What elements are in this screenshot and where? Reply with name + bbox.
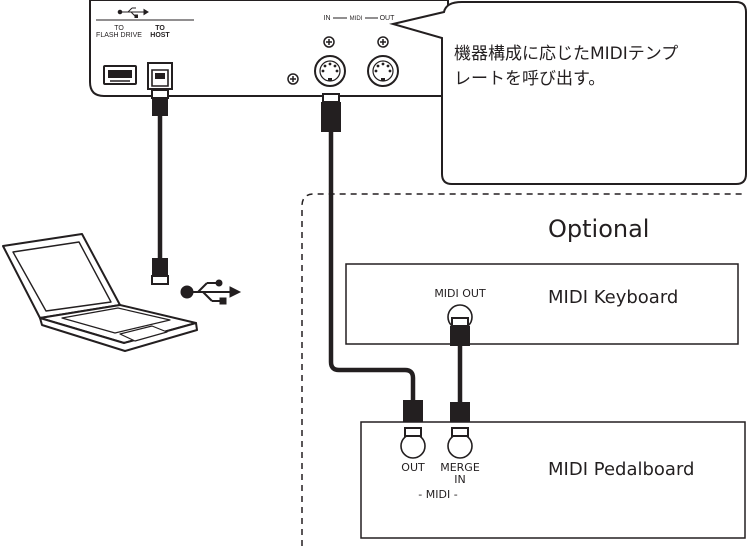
pedalboard-in-label: IN [454,473,465,486]
midi-cable-host [321,93,423,437]
pedalboard-midi-group-label: - MIDI - [418,488,457,501]
callout-text-line2: レートを呼び出す。 [454,69,605,89]
usb-icon [117,7,149,18]
laptop-icon [2,233,198,352]
usb-a-port-icon [103,65,137,85]
to-host-label-top: TO [155,25,165,32]
screw-icon [323,36,335,48]
midi-port-icon [367,55,399,87]
pedalboard-merge-in-port [447,433,473,459]
pedalboard-midi-out-port [400,433,426,459]
midi-out-label: OUT [380,15,396,22]
midi-keyboard-name: MIDI Keyboard [548,287,678,308]
midi-cable-keyboard [450,317,470,437]
midi-port-icon [314,55,346,87]
host-panel: TO FLASH DRIVE TO HOST IN MIDI OUT [89,0,449,97]
midi-keyboard-box: MIDI Keyboard MIDI OUT [345,263,739,345]
screw-icon [287,73,299,85]
callout-bubble: 機器構成に応じたMIDIテンプ レートを呼び出す。 [389,1,747,185]
midi-in-label: IN [324,15,331,22]
screw-icon [377,36,389,48]
flash-drive-label: FLASH DRIVE [96,32,142,39]
pedalboard-out-label: OUT [401,461,425,474]
midi-label: MIDI [350,16,363,22]
to-host-label: HOST [150,32,170,39]
usb-b-port-icon [147,62,173,90]
usb-cable [151,89,169,285]
midi-pedalboard-box: MIDI Pedalboard OUT MERGE IN - MIDI - [360,421,746,539]
keyboard-midi-out-label: MIDI OUT [434,287,486,300]
callout-text-line1: 機器構成に応じたMIDIテンプ [454,44,678,64]
optional-label: Optional [548,215,649,243]
midi-pedalboard-name: MIDI Pedalboard [548,459,694,480]
pedalboard-merge-label: MERGE [440,461,480,474]
flash-drive-label-top: TO [114,25,124,32]
usb-icon [180,279,242,305]
